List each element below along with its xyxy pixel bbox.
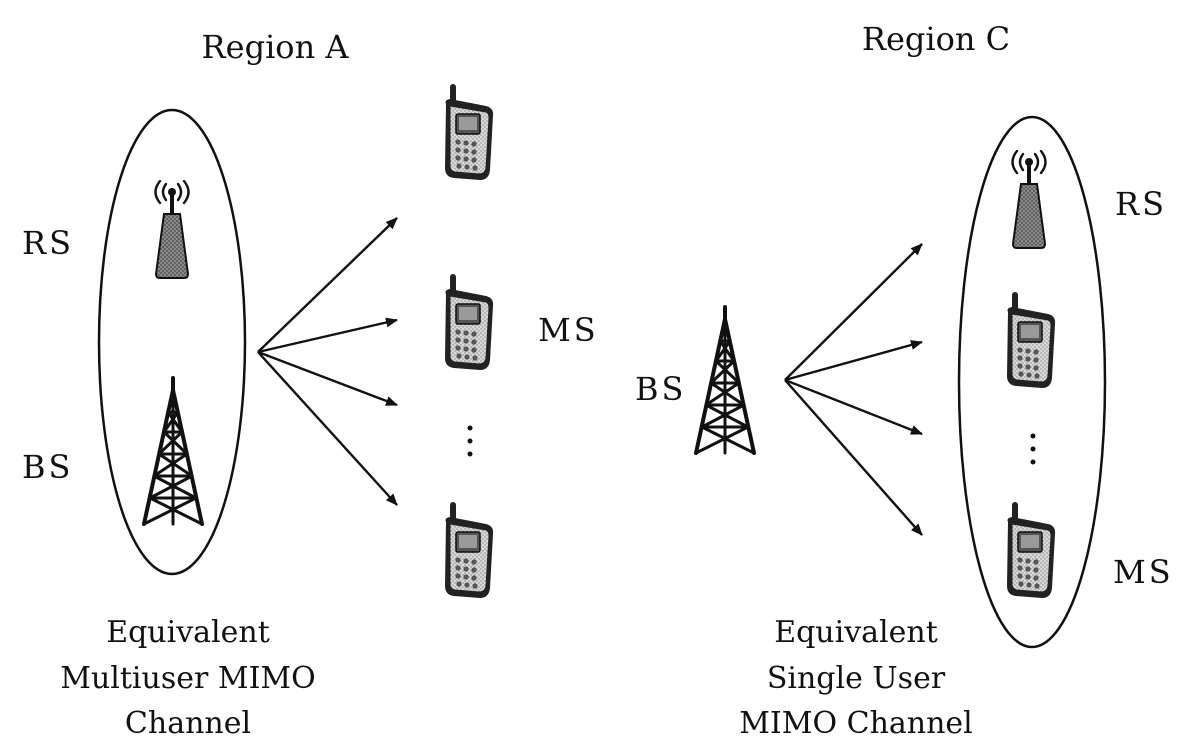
region-c-caption-line-1: Equivalent bbox=[774, 615, 938, 650]
region-c-grouping-ellipse bbox=[957, 115, 1107, 649]
region-a-vertical-ellipsis bbox=[467, 425, 473, 457]
region-a-ms-label: MS bbox=[538, 311, 599, 349]
region-a-base-station-tower-icon bbox=[142, 376, 204, 526]
region-a-mobile-phone-icon-1 bbox=[444, 83, 494, 181]
region-c-title: Region C bbox=[862, 20, 1010, 58]
region-a-mobile-phone-icon-3 bbox=[444, 501, 494, 599]
region-a-bs-label: BS bbox=[22, 448, 73, 486]
region-c-rs-label: RS bbox=[1115, 185, 1167, 223]
region-a-caption: Equivalent Multiuser MIMO Channel bbox=[60, 615, 316, 741]
region-c-caption-line-2: Single User bbox=[767, 661, 946, 696]
region-a-relay-station-icon bbox=[154, 180, 190, 280]
region-c-relay-station-icon bbox=[1011, 150, 1047, 250]
region-c-ms-label: MS bbox=[1113, 553, 1174, 591]
region-c-arrow-1 bbox=[784, 243, 923, 381]
region-c-arrow-3 bbox=[784, 378, 923, 436]
region-a-grouping-ellipse bbox=[97, 108, 247, 576]
region-a-arrow-4 bbox=[257, 351, 398, 506]
region-c-mobile-phone-icon-2 bbox=[1006, 501, 1056, 599]
region-c-vertical-ellipsis bbox=[1030, 433, 1036, 465]
region-a-rs-label: RS bbox=[22, 224, 74, 262]
region-a-arrows bbox=[257, 217, 398, 506]
region-c-bs-label: BS bbox=[635, 370, 686, 408]
region-a-arrow-2 bbox=[257, 317, 398, 354]
region-c-caption: Equivalent Single User MIMO Channel bbox=[739, 615, 973, 741]
region-c-arrow-4 bbox=[784, 379, 923, 536]
region-c-mobile-phone-icon-1 bbox=[1006, 291, 1056, 389]
region-a-caption-line-3: Channel bbox=[125, 706, 251, 741]
region-a-arrow-1 bbox=[257, 217, 398, 353]
region-a-caption-line-1: Equivalent bbox=[106, 615, 270, 650]
region-c-arrows bbox=[784, 243, 923, 536]
region-c-base-station-tower-icon bbox=[694, 305, 756, 455]
region-c-caption-line-3: MIMO Channel bbox=[739, 706, 973, 741]
region-a-title: Region A bbox=[202, 28, 350, 66]
region-a-caption-line-2: Multiuser MIMO bbox=[60, 661, 316, 696]
region-c-arrow-2 bbox=[784, 340, 923, 382]
region-a-arrow-3 bbox=[257, 350, 398, 407]
region-a-mobile-phone-icon-2 bbox=[444, 273, 494, 371]
